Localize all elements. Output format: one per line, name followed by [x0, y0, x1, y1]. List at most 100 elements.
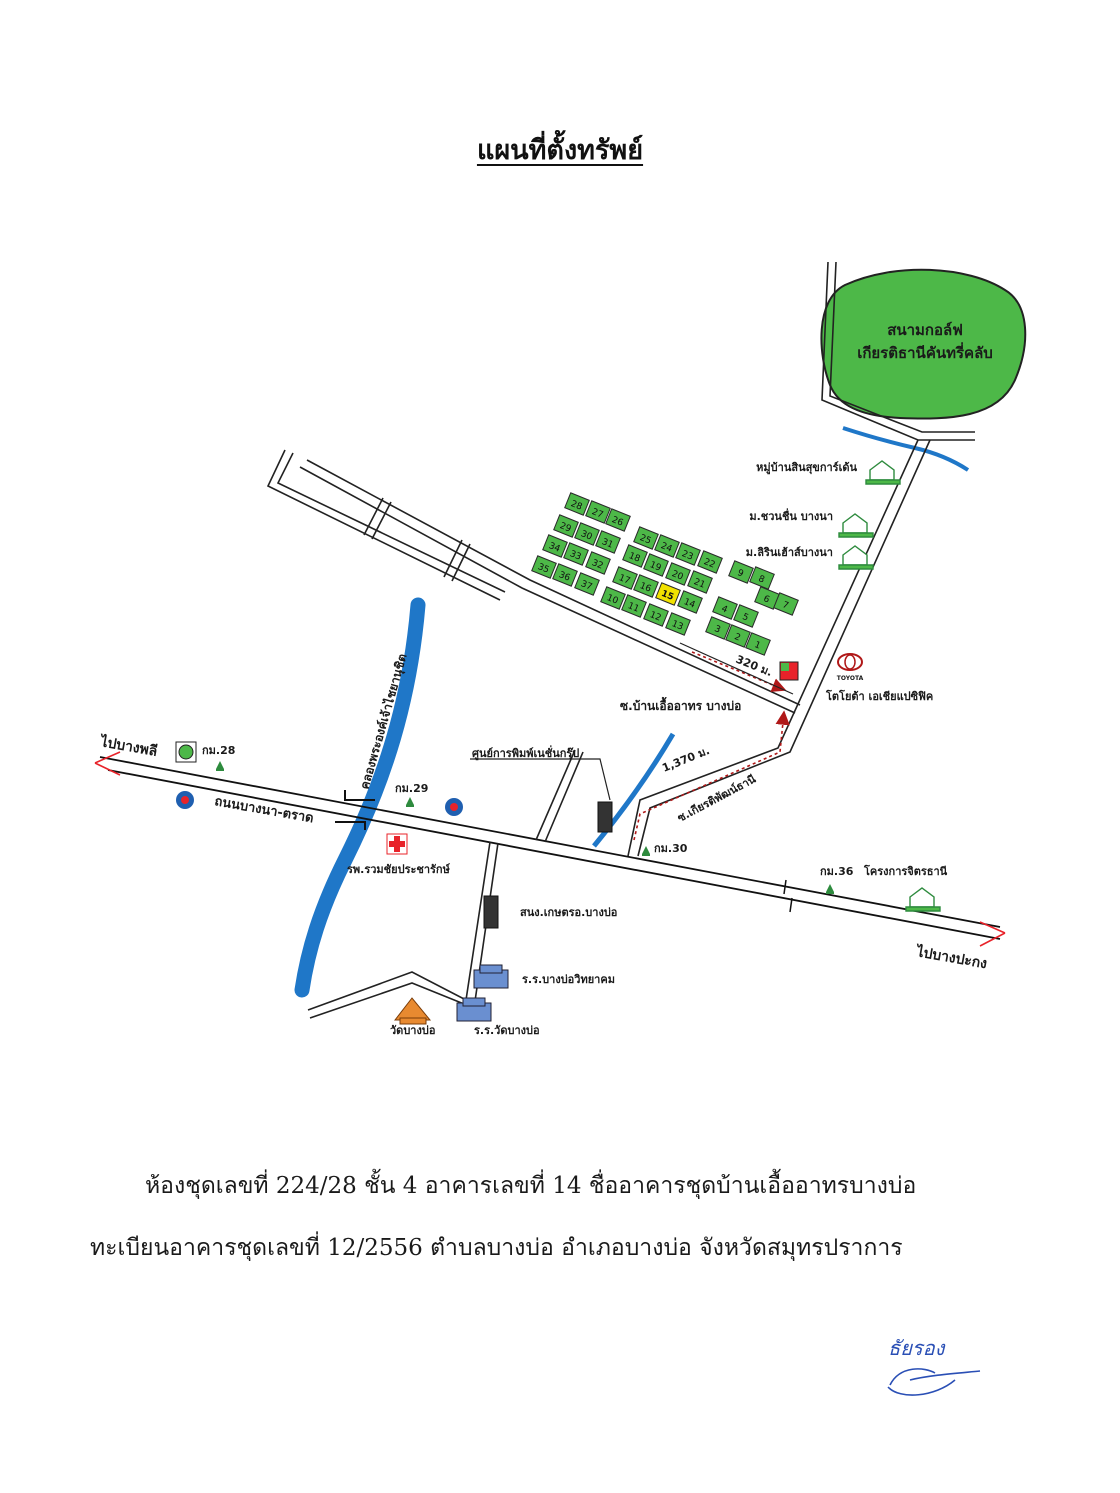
svg-text:36: 36	[557, 570, 572, 584]
svg-text:30: 30	[579, 529, 594, 543]
golf-course-area	[820, 268, 1027, 420]
building-32: 32	[585, 551, 611, 575]
print-center-label: ศูนย์การพิมพ์เนชั่นกรุ๊ป	[472, 745, 579, 761]
building-20: 20	[665, 562, 691, 586]
building-15: 15	[655, 582, 681, 606]
hospital-icon	[386, 833, 408, 855]
left-road-grid	[266, 449, 801, 714]
svg-text:4: 4	[720, 604, 729, 616]
svg-text:9: 9	[736, 568, 745, 580]
building-11: 11	[621, 594, 647, 618]
svg-text:17: 17	[617, 573, 631, 587]
kiat-road	[627, 439, 919, 857]
golf-label-2: เกียรติธานีคันทรี่คลับ	[857, 342, 993, 362]
golf-label-1: สนามกอล์ฟ	[887, 321, 963, 339]
canal	[294, 597, 426, 998]
km28-label: กม.28	[202, 744, 235, 757]
building-31: 31	[595, 530, 621, 554]
building-7: 7	[773, 592, 799, 616]
svg-text:5: 5	[741, 612, 750, 623]
km29-label: กม.29	[395, 782, 428, 795]
building-36: 36	[552, 563, 578, 587]
svg-text:20: 20	[670, 569, 685, 583]
svg-text:14: 14	[682, 597, 697, 611]
building-24: 24	[654, 534, 680, 558]
school-icons	[456, 964, 509, 1022]
svg-text:15: 15	[660, 589, 675, 603]
house-icons	[838, 460, 941, 912]
svg-text:19: 19	[648, 560, 663, 574]
svg-text:3: 3	[713, 624, 722, 635]
svg-text:26: 26	[610, 515, 625, 529]
svg-text:18: 18	[627, 551, 642, 565]
svg-text:23: 23	[680, 549, 694, 563]
building-14: 14	[677, 590, 703, 614]
building-5: 5	[733, 604, 759, 628]
building-16: 16	[633, 574, 659, 598]
building-22: 22	[697, 550, 723, 574]
svg-text:22: 22	[702, 557, 716, 571]
page-title: แผนที่ตั้งทรัพย์	[476, 135, 644, 166]
building-1: 1	[745, 632, 771, 656]
svg-text:27: 27	[590, 507, 604, 521]
svg-text:29: 29	[558, 521, 573, 535]
temple-label: วัดบางบ่อ	[390, 1024, 435, 1037]
building-3: 3	[705, 616, 731, 640]
svg-text:7: 7	[781, 600, 790, 611]
svg-text:34: 34	[547, 541, 562, 555]
building-4: 4	[712, 596, 738, 620]
svg-text:16: 16	[638, 581, 653, 595]
svg-text:12: 12	[648, 610, 662, 624]
svg-text:31: 31	[600, 537, 614, 551]
to-bangphli-label: ไปบางพลี	[97, 732, 159, 760]
building-17: 17	[612, 566, 638, 590]
to-bangpakong-label: ไปบางปะกง	[913, 942, 988, 972]
hospital-label: รพ.รวมชัยประชารักษ์	[347, 863, 451, 876]
dist-320-line	[691, 651, 787, 692]
km36-label: กม.36	[820, 865, 854, 878]
village-label-1: หมู่บ้านสินสุขการ์เด้น	[756, 461, 857, 475]
svg-text:28: 28	[569, 499, 584, 513]
svg-text:10: 10	[605, 593, 620, 607]
svg-text:8: 8	[757, 574, 766, 586]
building-33: 33	[563, 542, 589, 566]
bangna-trad-road	[94, 751, 1006, 947]
building-29: 29	[553, 514, 579, 538]
building-28: 28	[564, 492, 590, 516]
description-line-1: ห้องชุดเลขที่ 224/28 ชั้น 4 อาคารเลขที่ …	[145, 1173, 917, 1199]
building-8: 8	[749, 566, 775, 590]
building-13: 13	[665, 612, 691, 636]
golf-road	[821, 261, 975, 441]
svg-text:ธัยรอง: ธัยรอง	[888, 1336, 946, 1360]
building-10: 10	[600, 586, 626, 610]
svg-text:21: 21	[692, 577, 706, 591]
km-marker-icons	[216, 761, 834, 894]
toyota-logo: TOYOTA	[837, 653, 864, 682]
temple-icon	[393, 997, 432, 1025]
print-center-building	[597, 801, 613, 833]
toyota-label: โตโยต้า เอเชียแปซิฟิค	[825, 689, 933, 703]
svg-text:TOYOTA: TOYOTA	[837, 675, 864, 682]
dist-320-label: 320 ม.	[734, 653, 774, 679]
svg-text:13: 13	[670, 619, 684, 633]
building-23: 23	[675, 542, 701, 566]
building-19: 19	[643, 553, 669, 577]
description-line-2: ทะเบียนอาคารชุดเลขที่ 12/2556 ตำบลบางบ่อ…	[90, 1235, 903, 1261]
building-2: 2	[725, 624, 751, 648]
svg-text:24: 24	[659, 541, 674, 555]
condo-buildings: 1234567891011121314151617181920212223242…	[531, 492, 799, 656]
village-label-2: ม.ชวนชื่น บางนา	[749, 508, 833, 523]
km30-label: กม.30	[654, 842, 688, 855]
village-label-3: ม.ลิรินเฮ้าส์บางนา	[746, 546, 833, 559]
svg-text:2: 2	[733, 632, 742, 643]
building-27: 27	[585, 500, 611, 524]
svg-text:35: 35	[536, 562, 550, 576]
svg-text:11: 11	[626, 601, 640, 615]
dist-1370-line	[633, 710, 790, 841]
svg-text:6: 6	[762, 594, 771, 606]
building-37: 37	[574, 572, 600, 596]
building-25: 25	[633, 526, 659, 550]
svg-text:37: 37	[579, 579, 593, 593]
